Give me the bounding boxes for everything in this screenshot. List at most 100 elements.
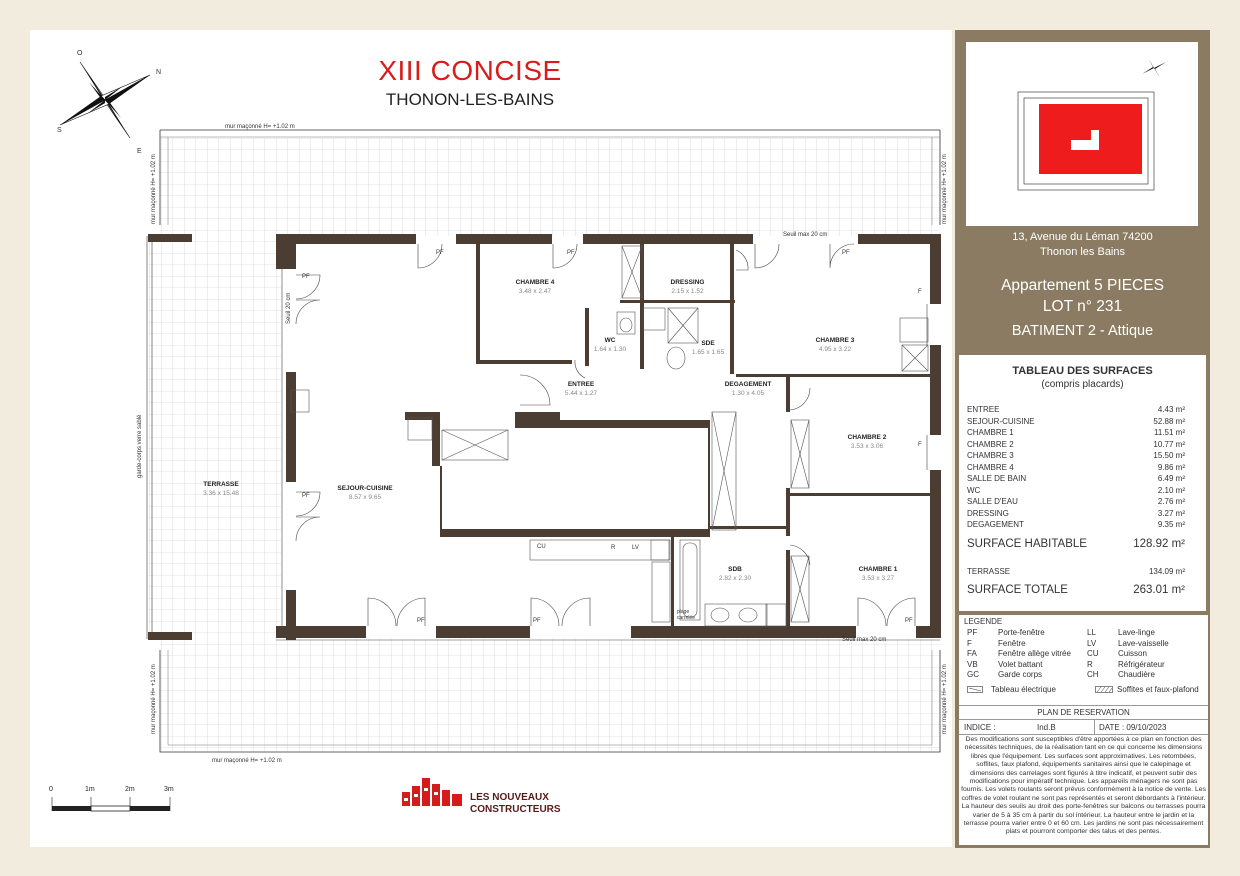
legend-title: LEGENDE [964,617,1003,626]
scale-bar [51,797,171,812]
compass-o: O [77,50,83,57]
indice-label: INDICE : [964,723,996,732]
surface-label: CHAMBRE 2 [967,439,1014,449]
legend-code: PF [967,628,978,637]
legend-label: Chaudière [1118,670,1155,679]
compass-icon [59,61,151,139]
seuil-left: Seuil 20 cm [286,292,292,324]
project-title: XIII CONCISE [378,55,562,86]
surface-row: SALLE D'EAU 2.76 m² [967,496,1185,508]
surface-value: 2.76 m² [1157,497,1185,507]
surface-row: SEJOUR-CUISINE 52.88 m² [967,416,1185,428]
lot-highlight [1039,104,1142,174]
location-map [966,42,1198,226]
wall-note-right-bottom: mur maçonné H= +1.02 m [942,664,948,734]
wall-note-left-top: mur maçonné H= +1.02 m [151,154,157,224]
legend-code: R [1087,659,1093,669]
legend-code: FA [967,649,977,658]
legend-label: Cuisson [1118,649,1147,658]
batiment: BATIMENT 2 - Attique [1011,323,1154,339]
legend-label: Réfrigérateur [1118,659,1165,669]
surface-label: WC [967,485,981,495]
address-line1: 13, Avenue du Léman 74200 [1012,231,1153,243]
surface-row: ENTREE 4.43 m² [967,404,1185,416]
surface-label: CHAMBRE 4 [967,462,1014,472]
code-pf-2: PF [302,493,310,499]
scale-1m: 1m [85,786,95,793]
terrace-top [160,138,940,236]
surface-label: SEJOUR-CUISINE [967,416,1035,426]
legend-label: Volet battant [998,659,1043,669]
surface-label: DEGAGEMENT [967,520,1024,530]
surface-value: 15.50 m² [1153,451,1185,461]
mini-compass-icon [1142,58,1166,78]
surface-value: 2.10 m² [1157,485,1185,495]
surface-label: DRESSING [967,508,1009,518]
info-panel: 13, Avenue du Léman 74200 Thonon les Bai… [955,30,1210,848]
surface-value: 9.86 m² [1157,462,1185,472]
legend-code: GC [967,670,979,679]
surface-row: CHAMBRE 4 9.86 m² [967,462,1185,474]
scale-0: 0 [49,786,53,793]
terrace-left [148,236,281,639]
surface-row: WC 2.10 m² [967,485,1185,497]
code-pf-1: PF [302,274,310,280]
indice-value: Ind.B [1037,723,1056,732]
doors [295,243,928,627]
logo-icon [402,778,462,806]
wall-note-right-top: mur maçonné H= +1.02 m [942,154,948,224]
surfaces-table: TABLEAU DES SURFACES (compris placards) … [959,355,1206,611]
legend-code: CH [1087,670,1099,679]
code-pf-8: PF [905,618,913,624]
legend-label: Fenêtre allège vitrée [998,649,1071,658]
surface-value: 9.35 m² [1157,520,1185,530]
code-f-1: F [918,289,922,295]
legend-label: Fenêtre [998,638,1026,648]
plage-carrelee: plage carrelée [677,609,696,621]
walls [148,234,941,640]
legend-code: CU [1087,649,1099,658]
soffites-icon [1095,686,1113,695]
surfaces-title: TABLEAU DES SURFACES [1012,365,1153,377]
surface-value: 6.49 m² [1157,474,1185,484]
surface-value: 52.88 m² [1153,416,1185,426]
code-cu: CU [537,544,546,550]
compass-n: N [156,69,162,76]
legend-code: LL [1087,628,1096,637]
code-lv: LV [632,545,639,551]
surface-value: 3.27 m² [1157,508,1185,518]
appartement: Appartement 5 PIECES [1001,277,1164,294]
surface-label: CHAMBRE 3 [967,451,1014,461]
compass-s: S [57,127,62,134]
legend-label: Garde corps [998,670,1043,679]
surface-label: SALLE DE BAIN [967,474,1027,484]
surface-row: CHAMBRE 3 15.50 m² [967,450,1185,462]
seuil-bottom: Seuil max 20 cm [842,637,887,643]
code-pf-5: PF [842,250,850,256]
wall-note-bottom: mur maçonné H= +1.02 m [212,758,282,764]
scale-2m: 2m [125,786,135,793]
surface-row: SALLE DE BAIN 6.49 m² [967,473,1185,485]
soffites-label: Soffites et faux-plafond [1117,685,1199,694]
surface-label: SALLE D'EAU [967,497,1018,507]
surface-label: ENTREE [967,405,1000,415]
surface-value: 4.43 m² [1157,405,1185,415]
plan-reservation: PLAN DE RESERVATION [959,705,1208,720]
date: DATE : 09/10/2023 [1099,723,1167,732]
seuil-top: Seuil max 20 cm [783,232,828,238]
